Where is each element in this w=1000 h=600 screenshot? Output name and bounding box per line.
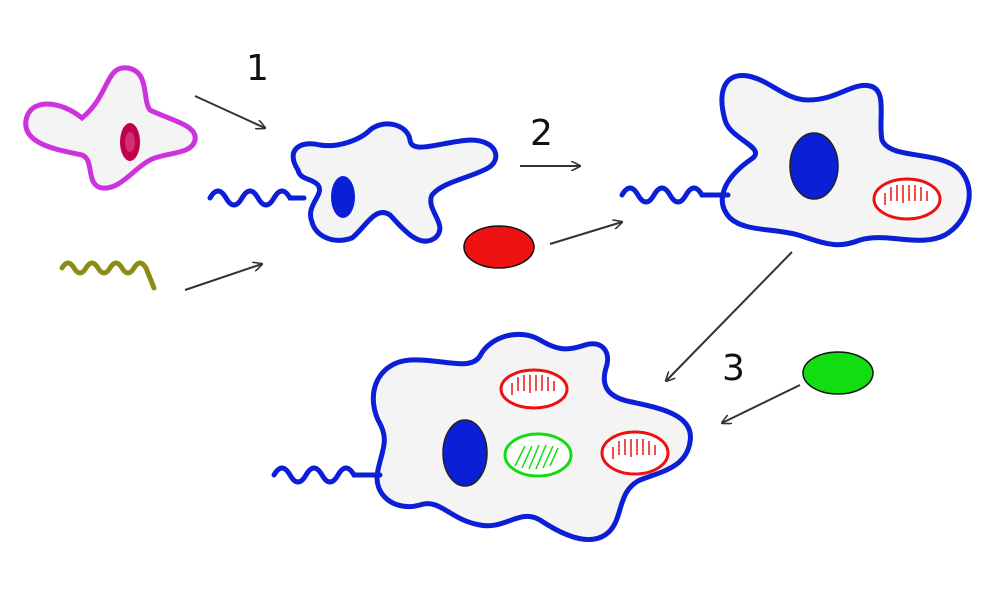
host-cell-3-mitochondrion-top <box>499 368 569 410</box>
host-cell-1-nucleus <box>331 176 355 218</box>
host-cell-3-flagellum <box>271 465 383 485</box>
host-cell-3 <box>271 331 693 542</box>
arrow-step-3-diagonal <box>666 251 793 381</box>
purple-cell <box>23 65 198 191</box>
host-cell-3-mitochondrion-right <box>600 430 670 476</box>
arrow-step-1-top <box>194 95 265 128</box>
step-label-1: 1 <box>246 48 269 89</box>
host-cell-3-chloroplast <box>503 432 573 478</box>
arrow-step-1-bottom <box>184 264 262 291</box>
host-cell-2-mitochondrion <box>872 177 942 221</box>
arrow-step-2-bottom <box>549 222 622 245</box>
free-flagellum <box>59 260 157 291</box>
host-cell-2-nucleus <box>789 132 839 200</box>
host-cell-1-flagellum <box>207 188 307 208</box>
host-cell-2-flagellum <box>619 185 731 205</box>
arrow-step-3-side <box>722 384 801 423</box>
host-cell-2 <box>619 73 972 248</box>
host-cell-3-nucleus <box>442 419 488 487</box>
step-label-2: 2 <box>530 113 553 154</box>
green-bacterium <box>802 351 874 395</box>
step-label-3: 3 <box>722 348 745 389</box>
host-cell-1 <box>207 121 499 244</box>
red-bacterium <box>463 225 535 269</box>
